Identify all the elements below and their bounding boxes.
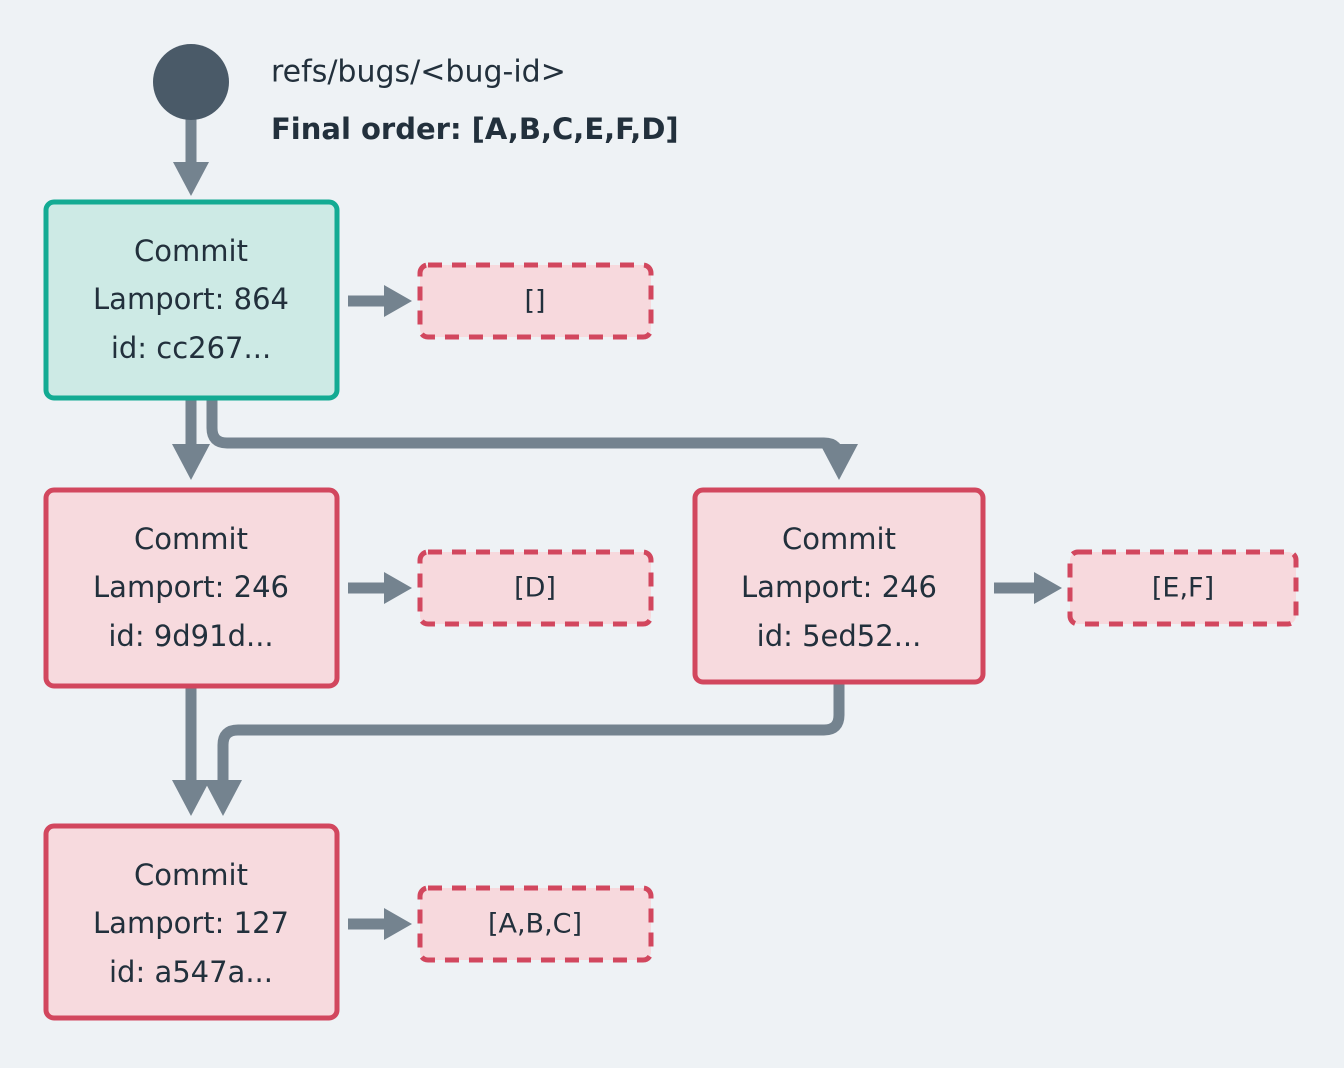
edge-5ed52-to-ops (994, 572, 1062, 604)
edge-5ed52-to-a547a (204, 678, 845, 816)
commit-title-cc267: Commit (134, 234, 248, 268)
commit-node-9d91d[interactable]: Commit Lamport: 246 id: 9d91d... (43, 487, 340, 689)
ref-label: refs/bugs/<bug-id> (271, 55, 566, 90)
edge-9d91d-to-a547a (172, 688, 210, 816)
edge-cc267-to-5ed52 (206, 394, 858, 480)
commit-node-5ed52[interactable]: Commit Lamport: 246 id: 5ed52... (692, 487, 986, 685)
ops-label-9d91d: [D] (514, 573, 556, 604)
ops-node-a547a[interactable]: [A,B,C] (417, 885, 654, 963)
commit-box-5ed52[interactable] (692, 487, 986, 685)
commit-id-cc267: id: cc267... (111, 331, 271, 365)
ops-label-cc267: [] (524, 286, 545, 317)
ops-label-5ed52: [E,F] (1152, 573, 1214, 604)
commit-lamport-a547a: Lamport: 127 (93, 906, 289, 940)
ops-node-cc267[interactable]: [] (417, 262, 654, 340)
edge-cc267-to-9d91d (172, 400, 210, 480)
commit-lamport-5ed52: Lamport: 246 (741, 570, 937, 604)
ref-pointer-node[interactable] (153, 44, 229, 120)
ops-box-5ed52[interactable] (1067, 549, 1299, 627)
ops-node-5ed52[interactable]: [E,F] (1067, 549, 1299, 627)
ops-box-9d91d[interactable] (417, 549, 654, 627)
commit-id-9d91d: id: 9d91d... (108, 619, 273, 653)
commit-title-a547a: Commit (134, 858, 248, 892)
commit-id-a547a: id: a547a... (109, 955, 273, 989)
final-order-label: Final order: [A,B,C,E,F,D] (271, 112, 679, 146)
edge-ref-to-cc267 (173, 118, 209, 196)
ops-label-a547a: [A,B,C] (488, 909, 582, 940)
commit-node-cc267[interactable]: Commit Lamport: 864 id: cc267... (43, 199, 340, 401)
commit-node-a547a[interactable]: Commit Lamport: 127 id: a547a... (43, 823, 340, 1021)
ops-node-9d91d[interactable]: [D] (417, 549, 654, 627)
commit-box-a547a[interactable] (43, 823, 340, 1021)
edge-a547a-to-ops (348, 908, 412, 940)
commit-id-5ed52: id: 5ed52... (757, 619, 922, 653)
edge-9d91d-to-ops (348, 572, 412, 604)
commit-title-9d91d: Commit (134, 522, 248, 556)
commit-box-9d91d[interactable] (43, 487, 340, 689)
edge-cc267-to-ops (348, 285, 412, 317)
commit-lamport-cc267: Lamport: 864 (93, 282, 289, 316)
ops-box-cc267[interactable] (417, 262, 654, 340)
commit-lamport-9d91d: Lamport: 246 (93, 570, 289, 604)
commit-title-5ed52: Commit (782, 522, 896, 556)
ops-box-a547a[interactable] (417, 885, 654, 963)
commit-box-cc267[interactable] (43, 199, 340, 401)
